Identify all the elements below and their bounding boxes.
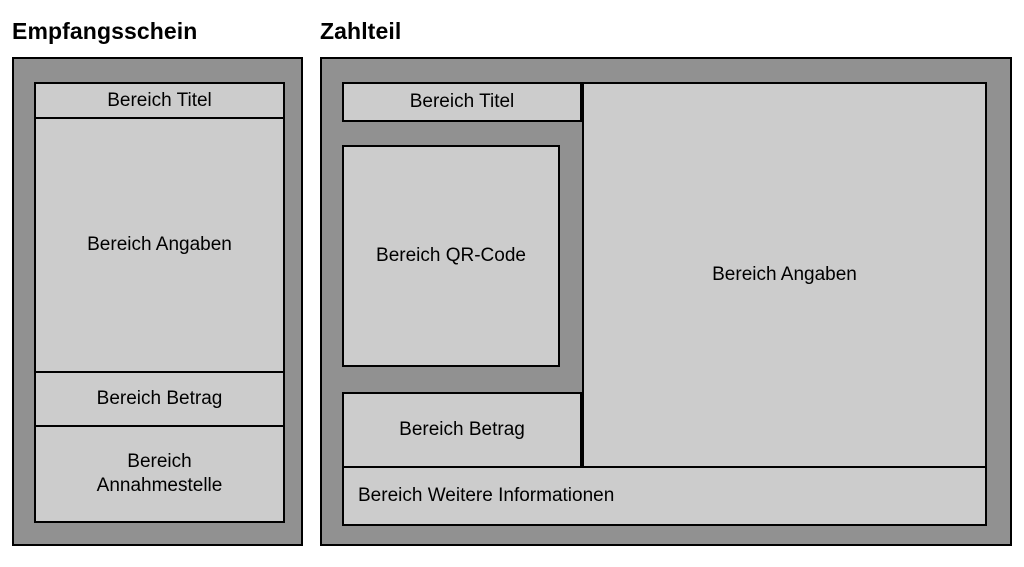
box-zahlteil-weitere-informationen: Bereich Weitere Informationen bbox=[342, 466, 987, 526]
section-title-empfangsschein: Empfangsschein bbox=[12, 18, 198, 44]
box-label-empfangsschein-annahmestelle: Bereich Annahmestelle bbox=[97, 450, 223, 498]
box-empfangsschein-angaben: Bereich Angaben bbox=[34, 117, 285, 373]
box-empfangsschein-betrag: Bereich Betrag bbox=[34, 371, 285, 427]
box-label-zahlteil-weitere-informationen: Bereich Weitere Informationen bbox=[358, 485, 615, 507]
box-label-empfangsschein-betrag: Bereich Betrag bbox=[96, 388, 223, 410]
box-label-empfangsschein-angaben: Bereich Angaben bbox=[87, 234, 232, 256]
frame-zahlteil: Bereich Titel Bereich QR-Code Bereich An… bbox=[320, 57, 1012, 546]
box-label-zahlteil-angaben: Bereich Angaben bbox=[712, 264, 857, 286]
box-label-empfangsschein-titel: Bereich Titel bbox=[107, 89, 212, 111]
box-zahlteil-betrag: Bereich Betrag bbox=[342, 392, 582, 468]
box-empfangsschein-annahmestelle: Bereich Annahmestelle bbox=[34, 425, 285, 523]
box-label-line-2: Annahmestelle bbox=[96, 475, 223, 496]
box-zahlteil-angaben: Bereich Angaben bbox=[582, 82, 987, 468]
box-empfangsschein-titel: Bereich Titel bbox=[34, 82, 285, 119]
section-title-zahlteil: Zahlteil bbox=[320, 18, 402, 44]
frame-empfangsschein: Bereich Titel Bereich Angaben Bereich Be… bbox=[12, 57, 303, 546]
box-label-line-1: Bereich bbox=[127, 451, 192, 473]
box-label-zahlteil-titel: Bereich Titel bbox=[409, 91, 515, 113]
box-label-zahlteil-qr-code: Bereich QR-Code bbox=[376, 245, 526, 267]
box-zahlteil-titel: Bereich Titel bbox=[342, 82, 582, 122]
box-zahlteil-qr-code: Bereich QR-Code bbox=[342, 145, 560, 367]
box-label-zahlteil-betrag: Bereich Betrag bbox=[399, 419, 525, 441]
